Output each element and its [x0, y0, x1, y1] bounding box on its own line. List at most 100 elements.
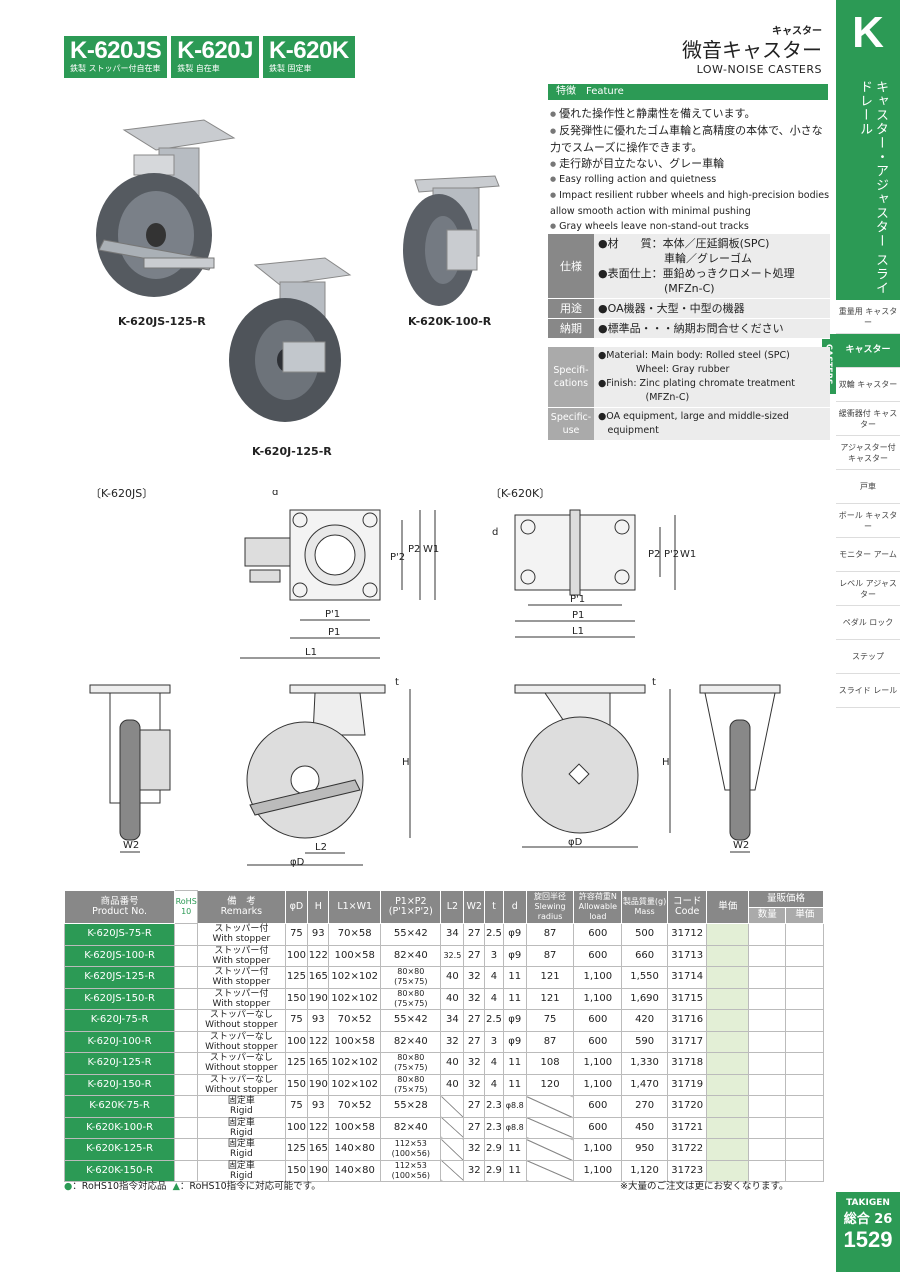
- l2-cell: 40: [440, 987, 465, 1010]
- spec-text: ●Material: Main body: Rolled steel (SPC): [598, 350, 790, 361]
- sidebar-item-heavy-casters[interactable]: 重量用 キャスター: [836, 300, 900, 334]
- page-title: 微音キャスター: [682, 38, 822, 62]
- spec-header-use: 用途: [548, 299, 594, 318]
- spec-row-use: 用途 ●OA機器・大型・中型の機器: [548, 299, 830, 319]
- spec-text: ●OA equipment, large and middle-sized: [598, 411, 789, 422]
- l1w1-cell: 70×52: [328, 1009, 382, 1032]
- p1p2-cell: 112×53(100×56): [380, 1159, 442, 1182]
- w2-cell: 32: [463, 1052, 486, 1075]
- sidebar-item-pedal-lock[interactable]: ペダル ロック: [836, 606, 900, 640]
- hole-cell: φ9: [502, 1009, 527, 1032]
- sidebar-item-twin-casters[interactable]: 双輪 キャスター: [836, 368, 900, 402]
- l1w1-cell: 70×58: [328, 923, 382, 946]
- load-cell: 600: [573, 1116, 623, 1139]
- header-text: 旋回半径: [534, 892, 567, 901]
- p1p2-cell: 55×42: [380, 923, 442, 946]
- drawing-label-k620k: 〔K-620K〕: [490, 487, 551, 500]
- model-badge-k620k: K-620K 鉄製 固定車: [262, 36, 355, 78]
- hole-cell: 11: [502, 1159, 527, 1182]
- spec-text: (MFZn-C): [598, 282, 715, 295]
- mass-cell: 450: [621, 1116, 668, 1139]
- mass-cell: 950: [621, 1138, 668, 1161]
- height-cell: 93: [307, 923, 330, 946]
- l2-cell: 32: [440, 1030, 465, 1053]
- sidebar-item-adjuster-casters[interactable]: アジャスター付 キャスター: [836, 436, 900, 470]
- t-cell: 4: [484, 1052, 504, 1075]
- p1p2-cell: 55×42: [380, 1009, 442, 1032]
- drawing-k620k-front: W2: [699, 684, 781, 853]
- sidebar-item-ball-casters[interactable]: ボール キャスター: [836, 504, 900, 538]
- caster-photo-k620js: [96, 119, 236, 297]
- p1p2-cell: 80×80(75×75): [380, 1073, 442, 1096]
- product-number-cell: K-620J-150-R: [63, 1073, 176, 1096]
- l2-cell: [440, 1095, 465, 1118]
- remarks-jp: 固定車: [227, 1139, 255, 1150]
- mass-cell: 1,690: [621, 987, 668, 1010]
- header-text: 許容荷重N: [578, 892, 617, 901]
- sidebar-item-door-rollers[interactable]: 戸車: [836, 470, 900, 504]
- l2-cell: 40: [440, 966, 465, 989]
- footer-volume-note: ※大量のご注文は更にお安くなります。: [620, 1181, 789, 1192]
- slewing-cell: 87: [525, 944, 575, 967]
- remarks-jp: ストッパーなし: [209, 1053, 273, 1064]
- height-cell: 122: [307, 1116, 330, 1139]
- diameter-cell: 100: [284, 944, 309, 967]
- feature-list-en: Easy rolling action and quietness Impact…: [550, 172, 830, 235]
- qty-unit-price-cell: [785, 1138, 824, 1161]
- sidebar-item-slide-rail[interactable]: スライド レール: [836, 674, 900, 708]
- product-number-cell: K-620K-150-R: [63, 1159, 176, 1182]
- feature-en-item: Impact resilient rubber wheels and high-…: [550, 188, 830, 219]
- slewing-cell: 87: [525, 1030, 575, 1053]
- col-w2: W2: [463, 890, 486, 924]
- drawing-k620js-front: W2: [89, 684, 171, 853]
- w2-cell: 27: [463, 923, 486, 946]
- header-text: コード: [672, 896, 702, 907]
- general-catalog-number: 総合 26: [843, 1212, 893, 1227]
- sidebar-item-step[interactable]: ステップ: [836, 640, 900, 674]
- remarks-en: With stopper: [212, 977, 271, 988]
- load-cell: 600: [573, 1030, 623, 1053]
- dim-k-t: t: [652, 677, 656, 688]
- diameter-cell: 150: [284, 1159, 309, 1182]
- sidebar-item-level-adjuster[interactable]: レベル アジャスター: [836, 572, 900, 606]
- header-text: 製品質量(g): [622, 897, 667, 906]
- hole-cell: φ9: [502, 923, 527, 946]
- l1w1-cell: 100×58: [328, 1116, 382, 1139]
- sidebar-item-monitor-arm[interactable]: モニター アーム: [836, 538, 900, 572]
- sidebar-header: K キャスター・アジャスター スライドレール: [836, 0, 900, 300]
- remarks-jp: ストッパー付: [214, 924, 269, 935]
- qty-cell: [748, 987, 787, 1010]
- hole-cell: φ8.8: [502, 1095, 527, 1118]
- product-number-cell: K-620K-125-R: [63, 1138, 176, 1161]
- rohs-cell: [174, 987, 199, 1010]
- t-cell: 2.5: [484, 1009, 504, 1032]
- sidebar-item-shock-casters[interactable]: 緩衝器付 キャスター: [836, 402, 900, 436]
- remarks-en: With stopper: [212, 998, 271, 1009]
- product-number-cell: K-620J-75-R: [63, 1009, 176, 1032]
- dim-k-phid: φD: [568, 837, 583, 848]
- drawing-k620k-top: P'1 P1 L1 P2 P'2 W1 d: [492, 509, 696, 638]
- p1p2-value: 55×42: [393, 928, 428, 940]
- header-text: Slewing radius: [534, 902, 566, 921]
- t-cell: 4: [484, 987, 504, 1010]
- spec-material-body: ●材 質：本体／圧延鋼板(SPC) 車輪／グレーゴム ●表面仕上：亜鉛めっきクロ…: [594, 234, 830, 298]
- unit-price-cell: [706, 944, 750, 967]
- qty-cell: [748, 923, 787, 946]
- product-number-cell: K-620JS-125-R: [63, 966, 176, 989]
- sidebar-item-casters[interactable]: CASTERS キャスター: [822, 334, 900, 394]
- qty-cell: [748, 1138, 787, 1161]
- product-number-cell: K-620J-100-R: [63, 1030, 176, 1053]
- hole-cell: 11: [502, 987, 527, 1010]
- col-dd: d: [502, 890, 527, 924]
- p1p2-value: 80×80: [397, 1074, 425, 1084]
- p1p2-cell: 82×40: [380, 944, 442, 967]
- product-number-cell: K-620JS-75-R: [63, 923, 176, 946]
- dim-w1: W1: [423, 544, 439, 555]
- remarks-jp: ストッパー付: [214, 945, 269, 956]
- mass-cell: 590: [621, 1030, 668, 1053]
